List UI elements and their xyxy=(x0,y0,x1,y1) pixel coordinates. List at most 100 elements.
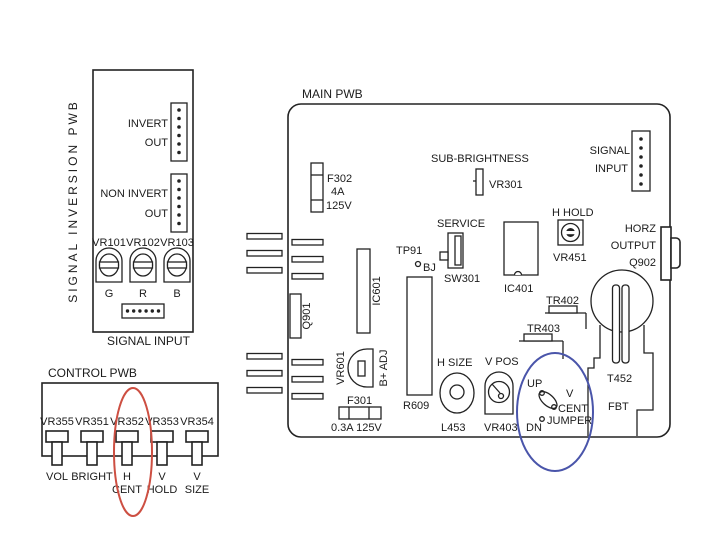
control-pot-vr351: VR351 BRIGHT xyxy=(71,416,113,483)
q902-ref: Q902 xyxy=(629,257,656,269)
vr403-ref: VR403 xyxy=(484,422,518,434)
invert-out-connector xyxy=(170,102,188,162)
f302-ref: F302 xyxy=(327,173,352,185)
vr354-label-line1: V xyxy=(193,471,201,483)
main-pwb: MAIN PWB Q901 F302 4A xyxy=(246,87,681,438)
vr354-label-line2: SIZE xyxy=(185,484,209,496)
main-pwb-title: MAIN PWB xyxy=(302,87,363,101)
f301-body xyxy=(338,406,382,420)
vr353-label-line1: V xyxy=(158,471,166,483)
control-pwb: CONTROL PWB VR355 VOL VR351 BRIGHT VR352… xyxy=(40,366,219,496)
invert-label: INVERT xyxy=(128,118,168,130)
horz-label: HORZ xyxy=(625,223,656,235)
vr351-ref: VR351 xyxy=(75,416,109,428)
vr301-body xyxy=(475,168,484,196)
vr354-stem xyxy=(191,441,203,466)
jumper-pad-up xyxy=(539,390,545,396)
f301-ref: F301 xyxy=(347,395,372,407)
resistor-r609: R609 xyxy=(403,276,433,412)
non-invert-out-connector xyxy=(170,173,188,233)
vr355-cap xyxy=(45,430,69,443)
vr353-ref: VR353 xyxy=(145,416,179,428)
f302-rating1: 4A xyxy=(331,186,345,198)
vr102-screw-slot xyxy=(132,261,154,269)
tp91-note: BJ xyxy=(423,262,436,274)
vr351-cap xyxy=(80,430,104,443)
signal-inversion-title: SIGNAL INVERSION PWB xyxy=(66,99,80,303)
coil-l453: H SIZE L453 xyxy=(437,357,475,434)
b-plus-adj-label: B+ ADJ xyxy=(378,350,390,387)
pot-vr451: H HOLD VR451 xyxy=(552,207,594,264)
vr101-body xyxy=(95,247,123,283)
tp91-ref: TP91 xyxy=(396,245,422,257)
t452-ref: T452 xyxy=(607,373,632,385)
resistor-tr403: TR403 xyxy=(519,323,564,359)
vr403-body xyxy=(484,371,514,415)
f302-body xyxy=(310,162,324,213)
vr354-ref: VR354 xyxy=(180,416,214,428)
vr353-cap xyxy=(150,430,174,443)
vr101-screw-slot xyxy=(98,261,120,269)
vr102-ref: VR102 xyxy=(126,237,160,249)
non-invert-out-connector-body xyxy=(170,173,188,233)
f302-rating2: 125V xyxy=(326,200,352,212)
vr301-ref: VR301 xyxy=(489,179,523,191)
main-input-label: INPUT xyxy=(595,163,628,175)
invert-out-connector-body xyxy=(170,102,188,162)
service-label: SERVICE xyxy=(437,218,485,230)
vr103-channel: B xyxy=(173,288,180,300)
pot-vr301: SUB-BRIGHTNESS VR301 xyxy=(431,153,529,196)
pot-vr101: VR101 G xyxy=(92,237,126,300)
vr352-label-line1: H xyxy=(123,471,131,483)
l453-ref: L453 xyxy=(441,422,465,434)
jumper-up-label: UP xyxy=(527,378,542,390)
ic401-body xyxy=(503,221,539,276)
flyback-transformer-t452: T452 FBT xyxy=(587,269,654,436)
non-invert-label: NON INVERT xyxy=(100,188,168,200)
r609-ref: R609 xyxy=(403,400,429,412)
pot-vr102: VR102 R xyxy=(126,237,160,300)
jumper-pad-dn xyxy=(539,416,545,422)
test-point-tp91: TP91 BJ xyxy=(396,245,436,274)
main-signal-connector-body xyxy=(631,130,651,192)
vr103-ref: VR103 xyxy=(160,237,194,249)
fbt-slot-right xyxy=(621,284,630,364)
vr451-body xyxy=(557,219,584,246)
transistor-q901: Q901 xyxy=(289,293,313,339)
control-pwb-title: CONTROL PWB xyxy=(48,366,137,380)
fbt-slot-left xyxy=(611,284,621,364)
jumper-jumper-label: JUMPER xyxy=(547,415,592,427)
ic601-ref: IC601 xyxy=(371,276,383,305)
heatsink xyxy=(246,232,324,400)
sw301-ref: SW301 xyxy=(444,273,480,285)
ic601-body xyxy=(356,248,371,334)
vr103-body xyxy=(163,247,191,283)
v-pos-label: V POS xyxy=(485,356,519,368)
ic601: IC601 xyxy=(356,248,383,334)
jumper-v-label: V xyxy=(566,388,574,400)
control-pot-vr354: VR354 V SIZE xyxy=(180,416,214,496)
vr352-label-line2: CENT xyxy=(112,484,142,496)
signal-input-connector-body xyxy=(121,303,165,319)
tr403-body xyxy=(523,333,553,342)
vr451-ref: VR451 xyxy=(553,252,587,264)
signal-inversion-board-outline xyxy=(92,69,194,333)
vr354-cap xyxy=(185,430,209,443)
signal-input-label: SIGNAL INPUT xyxy=(107,334,191,348)
q901-body xyxy=(289,293,302,339)
vr353-stem xyxy=(156,441,168,466)
v-cent-jumper: UP DN V CENT JUMPER xyxy=(526,378,592,434)
transistor-q902: HORZ OUTPUT Q902 xyxy=(611,223,681,281)
jumper-cent-label: CENT xyxy=(558,403,588,415)
jumper-pad-center xyxy=(551,404,557,410)
main-signal-label: SIGNAL xyxy=(590,145,630,157)
vr351-stem xyxy=(86,441,98,466)
pot-vr601: VR601 B+ ADJ xyxy=(335,348,390,388)
signal-input-connector xyxy=(121,303,165,319)
fuse-f301: F301 0.3A 125V xyxy=(331,395,382,434)
red-highlight-ellipse xyxy=(113,387,153,517)
vr601-ref: VR601 xyxy=(335,351,347,385)
l453-body xyxy=(439,372,475,414)
vr102-body xyxy=(129,247,157,283)
